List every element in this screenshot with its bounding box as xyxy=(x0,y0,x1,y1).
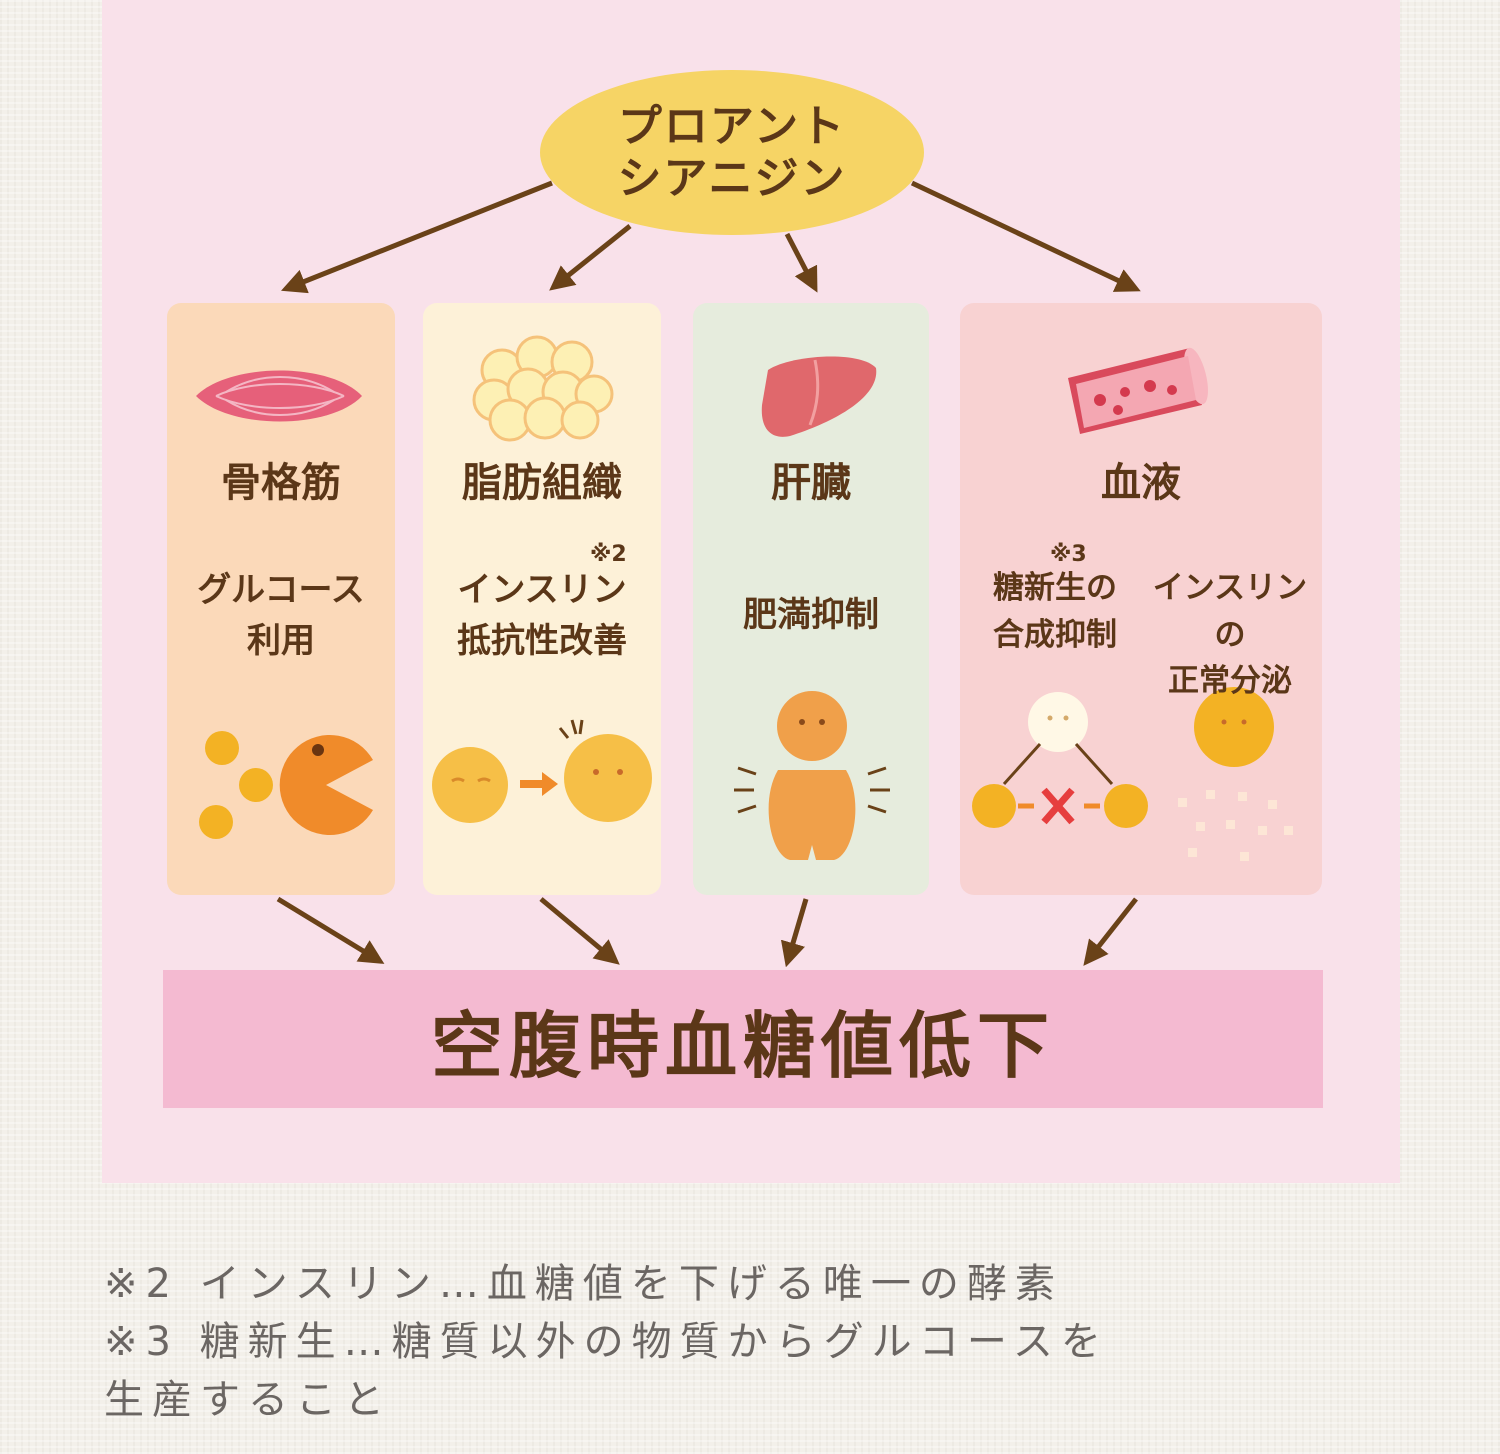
footnotes: ※2 インスリン…血糖値を下げる唯一の酵素 ※3 糖新生…糖質以外の物質からグル… xyxy=(104,1255,1404,1429)
organ-adipose-tissue: 脂肪組織 xyxy=(423,450,661,508)
effect-blood-gluconeogenesis: 糖新生の 合成抑制 xyxy=(970,565,1140,658)
effect-adipose: インスリン 抵抗性改善 xyxy=(423,565,661,667)
fat-cell-character-icon xyxy=(432,720,652,823)
effect-muscle-line2: 利用 xyxy=(167,616,395,667)
organ-skeletal-muscle: 骨格筋 xyxy=(167,450,395,508)
effect-adipose-line1: インスリン xyxy=(423,565,661,616)
arrow-muscle-to-result xyxy=(278,899,378,960)
muscle-icon xyxy=(196,371,362,422)
effect-liver: 肥満抑制 xyxy=(693,590,929,641)
effect-adipose-line2: 抵抗性改善 xyxy=(423,616,661,667)
arrow-blood-to-result xyxy=(1088,899,1136,960)
arrow-to-liver xyxy=(787,234,814,286)
footnote-3-cont: 生産すること xyxy=(104,1371,1404,1429)
cell-cross-icon xyxy=(972,692,1148,828)
top-node-line2: シアニジン xyxy=(617,153,846,205)
arrow-to-muscle xyxy=(288,183,552,288)
arrow-adipose-to-result xyxy=(541,899,614,960)
footnote-3: ※3 糖新生…糖質以外の物質からグルコースを xyxy=(104,1313,1404,1371)
footnote-2: ※2 インスリン…血糖値を下げる唯一の酵素 xyxy=(104,1255,1404,1313)
note-3-marker: ※3 xyxy=(1050,542,1087,567)
effect-muscle-line1: グルコース xyxy=(167,565,395,616)
blood-vessel-icon xyxy=(1068,345,1213,434)
top-node-line1: プロアント xyxy=(618,101,846,153)
arrow-to-adipose xyxy=(555,226,630,286)
note-2-marker: ※2 xyxy=(590,542,627,567)
pacman-icon xyxy=(280,735,373,835)
liver-icon xyxy=(762,356,876,436)
effect-blood-a-line2: 合成抑制 xyxy=(970,612,1140,659)
arrow-liver-to-result xyxy=(788,899,806,960)
proanthocyanidin-node: プロアント シアニジン xyxy=(540,70,924,235)
effect-blood-a-line1: 糖新生の xyxy=(970,565,1140,612)
organ-blood: 血液 xyxy=(960,450,1322,508)
body-figure-icon xyxy=(734,691,890,860)
result-fasting-blood-glucose: 空腹時血糖値低下 xyxy=(163,970,1323,1108)
fat-cells-icon xyxy=(474,337,612,440)
effect-muscle: グルコース 利用 xyxy=(167,565,395,667)
effect-blood-insulin: インスリンの 正常分泌 xyxy=(1140,565,1320,705)
effect-liver-line1: 肥満抑制 xyxy=(693,590,929,641)
effect-blood-b-line2: 正常分泌 xyxy=(1140,658,1320,705)
organ-liver: 肝臓 xyxy=(693,450,929,508)
glucose-icons xyxy=(199,731,273,839)
sun-cell-icon xyxy=(1178,687,1293,861)
effect-blood-b-line1: インスリンの xyxy=(1140,565,1320,658)
arrow-to-blood xyxy=(912,183,1134,288)
